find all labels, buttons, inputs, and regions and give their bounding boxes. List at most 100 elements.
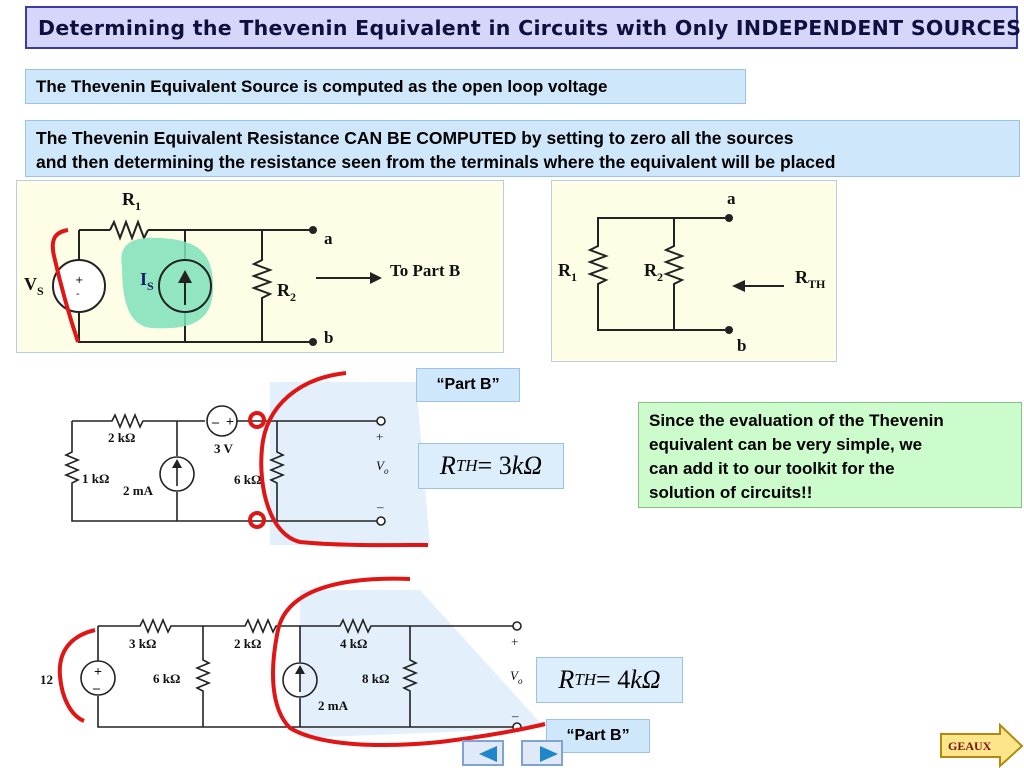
resistance-line-2: and then determining the resistance seen… <box>36 152 836 172</box>
c3-current-source <box>159 456 195 492</box>
svg-text:RTH: RTH <box>795 267 826 291</box>
svg-text:Vo: Vo <box>510 668 523 686</box>
c4-vo-label: V <box>510 668 520 683</box>
c4-voltage-source <box>80 660 116 696</box>
c4-label-3k: 3 kΩ <box>129 636 156 651</box>
part-b-label-2: “Part B” <box>546 719 650 753</box>
svg-text:R1: R1 <box>122 189 141 213</box>
c1-r1-resistor <box>109 219 149 241</box>
rth2-symbol: R <box>558 665 575 694</box>
rth1-subscript: TH <box>455 456 478 475</box>
c4-red-annotation-left <box>57 628 96 723</box>
svg-text:R2: R2 <box>644 260 663 284</box>
c1-label-b: b <box>324 328 333 347</box>
svg-text:R1: R1 <box>558 260 577 284</box>
svg-text:VS: VS <box>24 274 44 298</box>
c2-rth-sub: TH <box>808 277 826 291</box>
c1-node-a <box>309 226 317 234</box>
toolkit-note: Since the evaluation of the Thevenin equ… <box>638 402 1022 508</box>
thevenin-source-statement: The Thevenin Equivalent Source is comput… <box>25 69 746 104</box>
c4-r-8k <box>401 626 419 727</box>
c4-r-6k <box>194 626 212 727</box>
c2-node-a <box>725 214 733 222</box>
c1-red-annotation <box>50 228 80 343</box>
c2-r1-label: R <box>558 260 572 280</box>
c1-r1-sub: 1 <box>135 199 141 213</box>
c3-vsrc-plus: + <box>226 415 234 430</box>
rth1-symbol: R <box>439 451 456 480</box>
left-arrow-icon <box>479 746 497 762</box>
c3-vo-plus: + <box>376 429 383 444</box>
rth2-unit: kΩ <box>630 665 661 694</box>
c1-vs-minus: - <box>76 289 80 300</box>
c3-terminal-bottom[interactable] <box>376 516 386 526</box>
c1-vs-sub: S <box>37 284 44 298</box>
c4-label-6k: 6 kΩ <box>153 671 180 686</box>
c3-voltage-source <box>206 405 238 437</box>
right-arrow-icon <box>540 746 558 762</box>
c4-label-8k: 8 kΩ <box>362 671 389 686</box>
c3-terminal-top[interactable] <box>376 416 386 426</box>
c2-r2-sub: 2 <box>657 270 663 284</box>
geaux-button[interactable] <box>940 722 1024 768</box>
svg-text:Vo: Vo <box>376 458 389 476</box>
c3-vsrc-minus: – <box>211 415 220 430</box>
c2-label-a: a <box>727 189 736 208</box>
c2-label-b: b <box>737 336 746 355</box>
next-slide-button[interactable] <box>521 740 563 766</box>
c4-label-2ma: 2 mA <box>318 698 349 713</box>
c4-label-4k: 4 kΩ <box>340 636 367 651</box>
c3-vo-sub: o <box>384 466 389 476</box>
c4-label-12v: 12 <box>40 672 53 687</box>
c1-arrow-head <box>370 272 382 284</box>
c1-is-arrowhead <box>178 270 192 283</box>
svg-text:R2: R2 <box>277 280 296 304</box>
c1-vs-plus: + <box>75 275 83 286</box>
c3-red-circle-top <box>248 411 266 429</box>
c3-label-2k: 2 kΩ <box>108 430 135 445</box>
c2-r2-label: R <box>644 260 658 280</box>
c3-red-annotation <box>259 371 429 548</box>
c4-label-2k: 2 kΩ <box>234 636 261 651</box>
c3-src-arrowhead <box>172 459 182 468</box>
c1-r2-resistor <box>251 230 273 342</box>
c4-terminal-top[interactable] <box>512 621 522 631</box>
c2-node-b <box>725 326 733 334</box>
c3-label-1k: 1 kΩ <box>82 471 109 486</box>
c1-r2-sub: 2 <box>290 290 296 304</box>
c4-top-resistors <box>98 617 517 635</box>
c3-r-2k <box>72 412 205 430</box>
c4-vsrc-minus: – <box>92 681 101 696</box>
c3-label-3v: 3 V <box>214 441 234 456</box>
part-b-highlight-2 <box>300 590 545 738</box>
c4-vo-sub: o <box>518 676 523 686</box>
previous-slide-button[interactable] <box>462 740 504 766</box>
slide-title: Determining the Thevenin Equivalent in C… <box>25 6 1021 49</box>
c2-r1-branch <box>587 217 729 331</box>
c1-r1-label: R <box>122 189 136 209</box>
c4-src-arrowhead <box>295 665 305 674</box>
rth2-subscript: TH <box>574 670 597 689</box>
c1-wire-left-bottom <box>78 230 313 343</box>
c2-rth-label: R <box>795 267 809 287</box>
c3-vo-minus: – <box>376 499 384 514</box>
c3-red-circle-bottom <box>248 511 266 529</box>
c2-r2-branch <box>663 218 685 330</box>
part-b-label-1: “Part B” <box>416 368 520 402</box>
c4-wire-left-bottom <box>97 626 517 728</box>
svg-text:IS: IS <box>140 269 154 293</box>
c1-label-a: a <box>324 229 333 248</box>
c3-r-6k <box>268 421 286 521</box>
c4-current-source <box>282 662 318 698</box>
part-b-highlight-1 <box>270 382 430 545</box>
c2-rth-arrowhead <box>732 280 745 292</box>
c4-vsrc-plus: + <box>94 665 102 680</box>
rth1-unit: kΩ <box>511 451 543 480</box>
c1-r2-label: R <box>277 280 291 300</box>
